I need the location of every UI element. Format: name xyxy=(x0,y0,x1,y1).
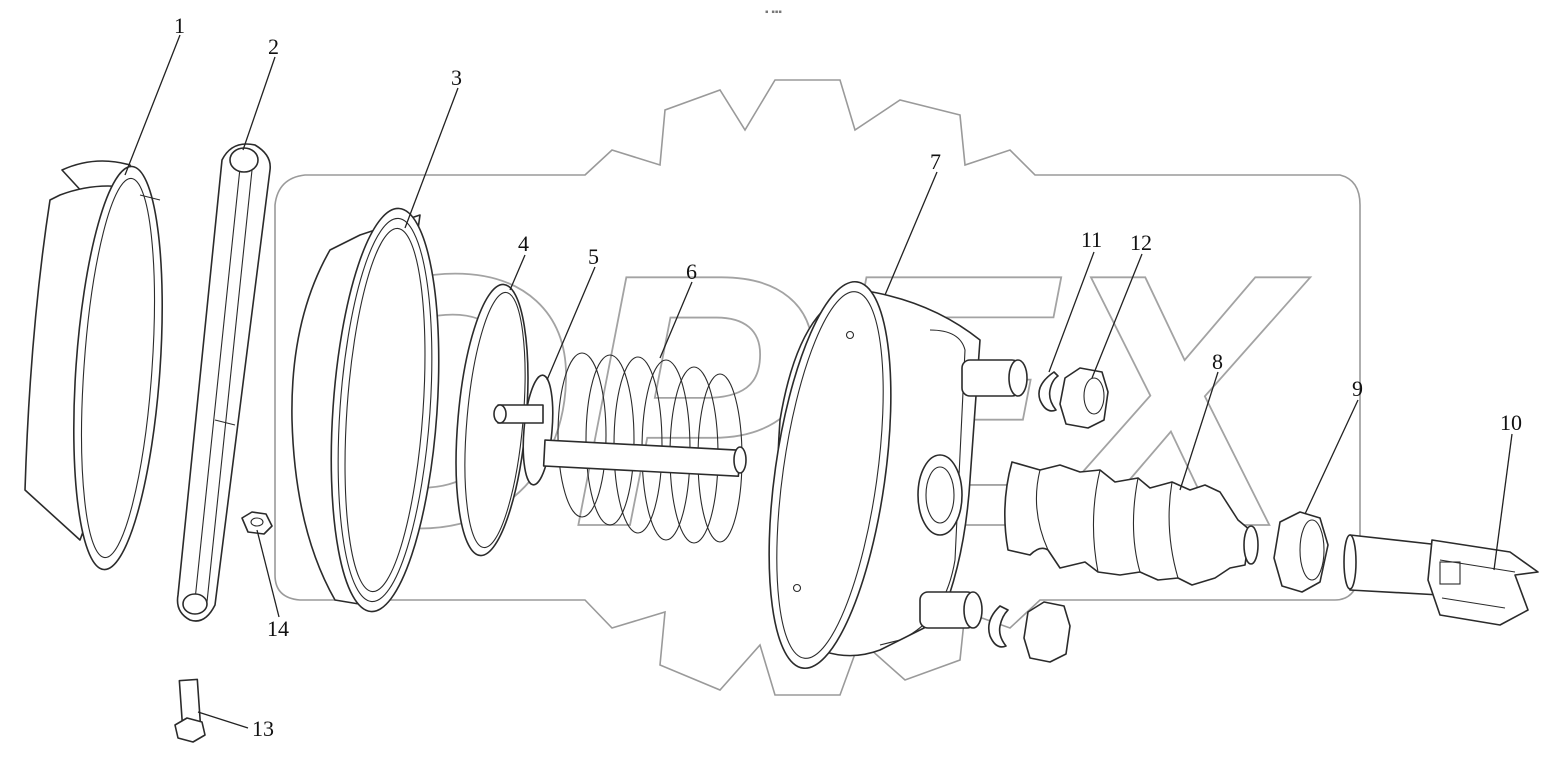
part-12-hex-nut xyxy=(1023,367,1109,663)
part-3-diaphragm xyxy=(291,207,440,613)
callout-5: 5 xyxy=(588,244,599,269)
part-1-housing-cover xyxy=(24,160,164,571)
leader-10 xyxy=(1493,433,1513,571)
part-5-push-plate xyxy=(493,374,554,486)
leader-4 xyxy=(509,254,526,291)
callout-10: 10 xyxy=(1500,410,1522,435)
leader-11 xyxy=(1048,251,1095,373)
callout-14: 14 xyxy=(267,616,289,641)
leader-8 xyxy=(1179,371,1219,491)
part-13-bolt xyxy=(174,678,206,743)
callout-13: 13 xyxy=(252,716,274,741)
callout-11: 11 xyxy=(1081,227,1102,252)
leader-12 xyxy=(1091,253,1143,379)
part-2-clamp-ring xyxy=(176,143,272,622)
part-14-small-nut xyxy=(241,511,273,535)
leader-5 xyxy=(546,266,596,381)
part-7-chamber-body xyxy=(768,280,1028,670)
callout-2: 2 xyxy=(268,34,279,59)
callout-4: 4 xyxy=(518,231,529,256)
part-9-lock-nut xyxy=(1273,511,1329,593)
leader-6 xyxy=(659,281,693,359)
part-4-disc xyxy=(455,283,529,557)
part-6-return-spring xyxy=(542,352,747,544)
leader-9 xyxy=(1304,399,1359,515)
part-10-clevis-fork xyxy=(1343,534,1539,626)
callout-7: 7 xyxy=(930,149,941,174)
part-11-retaining-ring xyxy=(987,371,1059,648)
header-dots: ▪ ▪▪▪ xyxy=(765,7,782,18)
callout-3: 3 xyxy=(451,65,462,90)
callout-12: 12 xyxy=(1130,230,1152,255)
leader-14 xyxy=(256,529,280,618)
leader-2 xyxy=(242,56,276,151)
watermark-gear xyxy=(274,79,1361,696)
leader-13 xyxy=(197,711,249,729)
callout-1: 1 xyxy=(174,13,185,38)
callout-labels: 1 2 3 4 5 6 7 8 9 10 11 12 13 14 xyxy=(174,13,1522,741)
callout-9: 9 xyxy=(1352,376,1363,401)
part-8-rubber-boot xyxy=(1004,461,1259,586)
leader-7 xyxy=(884,171,938,296)
callout-8: 8 xyxy=(1212,349,1223,374)
leader-3 xyxy=(404,87,459,229)
leader-1 xyxy=(124,34,181,176)
callout-6: 6 xyxy=(686,259,697,284)
leader-lines xyxy=(124,34,1513,729)
